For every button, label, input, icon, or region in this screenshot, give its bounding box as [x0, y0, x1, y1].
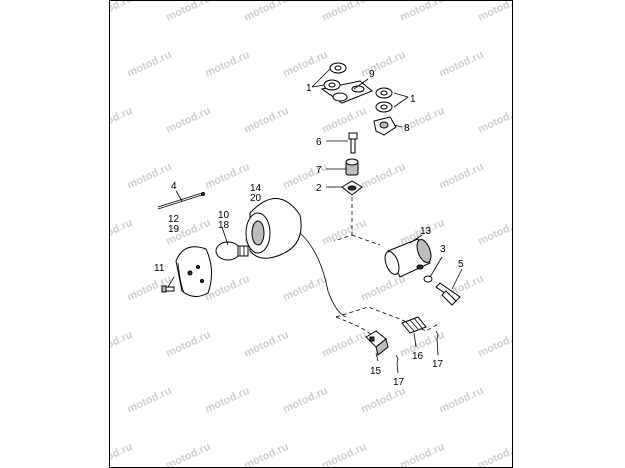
callout-3: 3 — [440, 244, 446, 255]
callout-7: 7 — [316, 165, 322, 176]
watermark-text: motod.ru — [476, 329, 512, 360]
watermark-text: motod.ru — [281, 49, 329, 80]
watermark-text: motod.ru — [281, 385, 329, 416]
watermark-text: motod.ru — [110, 217, 134, 248]
watermark-text: motod.ru — [125, 49, 173, 80]
watermark-text: motod.ru — [110, 441, 134, 467]
callout-20: 20 — [250, 193, 262, 204]
callout-17-right: 17 — [432, 359, 444, 370]
pin-part-5 — [435, 282, 461, 306]
watermark-text: motod.ru — [203, 385, 251, 416]
nut-part-7 — [345, 158, 359, 176]
watermark-text: motod.ru — [164, 441, 212, 467]
callout-8: 8 — [404, 123, 410, 134]
watermark-text: motod.ru — [437, 385, 485, 416]
washer-part-1-right — [375, 87, 393, 113]
connector-block-part-16 — [401, 316, 427, 334]
watermark-text: motod.ru — [281, 273, 329, 304]
callout-1-right: 1 — [410, 94, 416, 105]
callout-18: 18 — [218, 220, 230, 231]
exploded-parts-diagram: motod.ru motod.ru motod.ru motod.ru motod.ru… — [110, 1, 512, 467]
callout-14: 14 — [250, 183, 262, 194]
watermark-text: motod.ru — [125, 161, 173, 192]
connector-part-15 — [365, 330, 389, 356]
washer-part-2 — [341, 180, 363, 196]
watermark-text: motod.ru — [110, 105, 134, 136]
watermark-text: motod.ru — [437, 161, 485, 192]
connector-line-upper — [335, 306, 441, 332]
washer-part-1-left — [323, 62, 347, 91]
watermark-text: motod.ru — [242, 329, 290, 360]
watermark-text: motod.ru — [203, 49, 251, 80]
watermark-text: motod.ru — [242, 1, 290, 24]
watermark-text: motod.ru — [398, 441, 446, 467]
watermark-text: motod.ru — [164, 329, 212, 360]
watermark-text: motod.ru — [110, 329, 134, 360]
watermark-text: motod.ru — [476, 1, 512, 24]
watermark-text: motod.ru — [242, 441, 290, 467]
callout-13: 13 — [420, 226, 432, 237]
watermark-text: motod.ru — [359, 49, 407, 80]
assembly-line-middle — [351, 234, 381, 246]
callout-16: 16 — [412, 351, 424, 362]
watermark-text: motod.ru — [476, 441, 512, 467]
wire-part-4 — [157, 192, 205, 210]
watermark-text: motod.ru — [125, 385, 173, 416]
watermark-text: motod.ru — [320, 105, 368, 136]
watermark-text: motod.ru — [359, 385, 407, 416]
watermark-text: motod.ru — [203, 161, 251, 192]
callout-5: 5 — [458, 259, 464, 270]
callout-9: 9 — [369, 69, 375, 80]
callout-4: 4 — [171, 181, 177, 192]
watermark-text: motod.ru — [476, 105, 512, 136]
watermark-text: motod.ru — [476, 217, 512, 248]
terminal-part-17-left — [395, 354, 399, 364]
watermark-text: motod.ru — [398, 1, 446, 24]
callout-15: 15 — [370, 366, 382, 377]
terminal-part-17-right — [435, 330, 439, 340]
watermark-text: motod.ru — [164, 105, 212, 136]
bulb-part-10 — [215, 241, 249, 261]
cylinder-part-13 — [384, 238, 432, 278]
diagram-frame: motod.ru motod.ru motod.ru motod.ru motod.ru… — [109, 0, 513, 468]
leader-lines — [167, 68, 463, 374]
watermark-text: motod.ru — [320, 217, 368, 248]
callout-1-left: 1 — [306, 83, 312, 94]
connector-line-lower — [335, 316, 373, 336]
bolt-part-6 — [348, 132, 358, 154]
watermark-text: motod.ru — [164, 1, 212, 24]
cap-part-8 — [373, 116, 397, 136]
callout-2: 2 — [316, 183, 322, 194]
watermark-text: motod.ru — [110, 1, 134, 24]
watermark-text: motod.ru — [359, 161, 407, 192]
callout-11: 11 — [154, 263, 165, 274]
watermark-text: motod.ru — [320, 1, 368, 24]
callout-12: 12 — [168, 214, 180, 225]
lamp-housing-part-14 — [245, 198, 347, 318]
watermark-text: motod.ru — [437, 49, 485, 80]
callout-17-left: 17 — [393, 377, 405, 388]
watermark-text: motod.ru — [320, 441, 368, 467]
callout-10: 10 — [218, 210, 230, 221]
callout-19: 19 — [168, 224, 180, 235]
watermark-text: motod.ru — [242, 105, 290, 136]
washer-part-3 — [423, 275, 433, 283]
watermark-text: motod.ru — [320, 329, 368, 360]
callout-6: 6 — [316, 137, 322, 148]
lens-part-12 — [175, 246, 212, 297]
watermark-text: motod.ru — [281, 161, 329, 192]
